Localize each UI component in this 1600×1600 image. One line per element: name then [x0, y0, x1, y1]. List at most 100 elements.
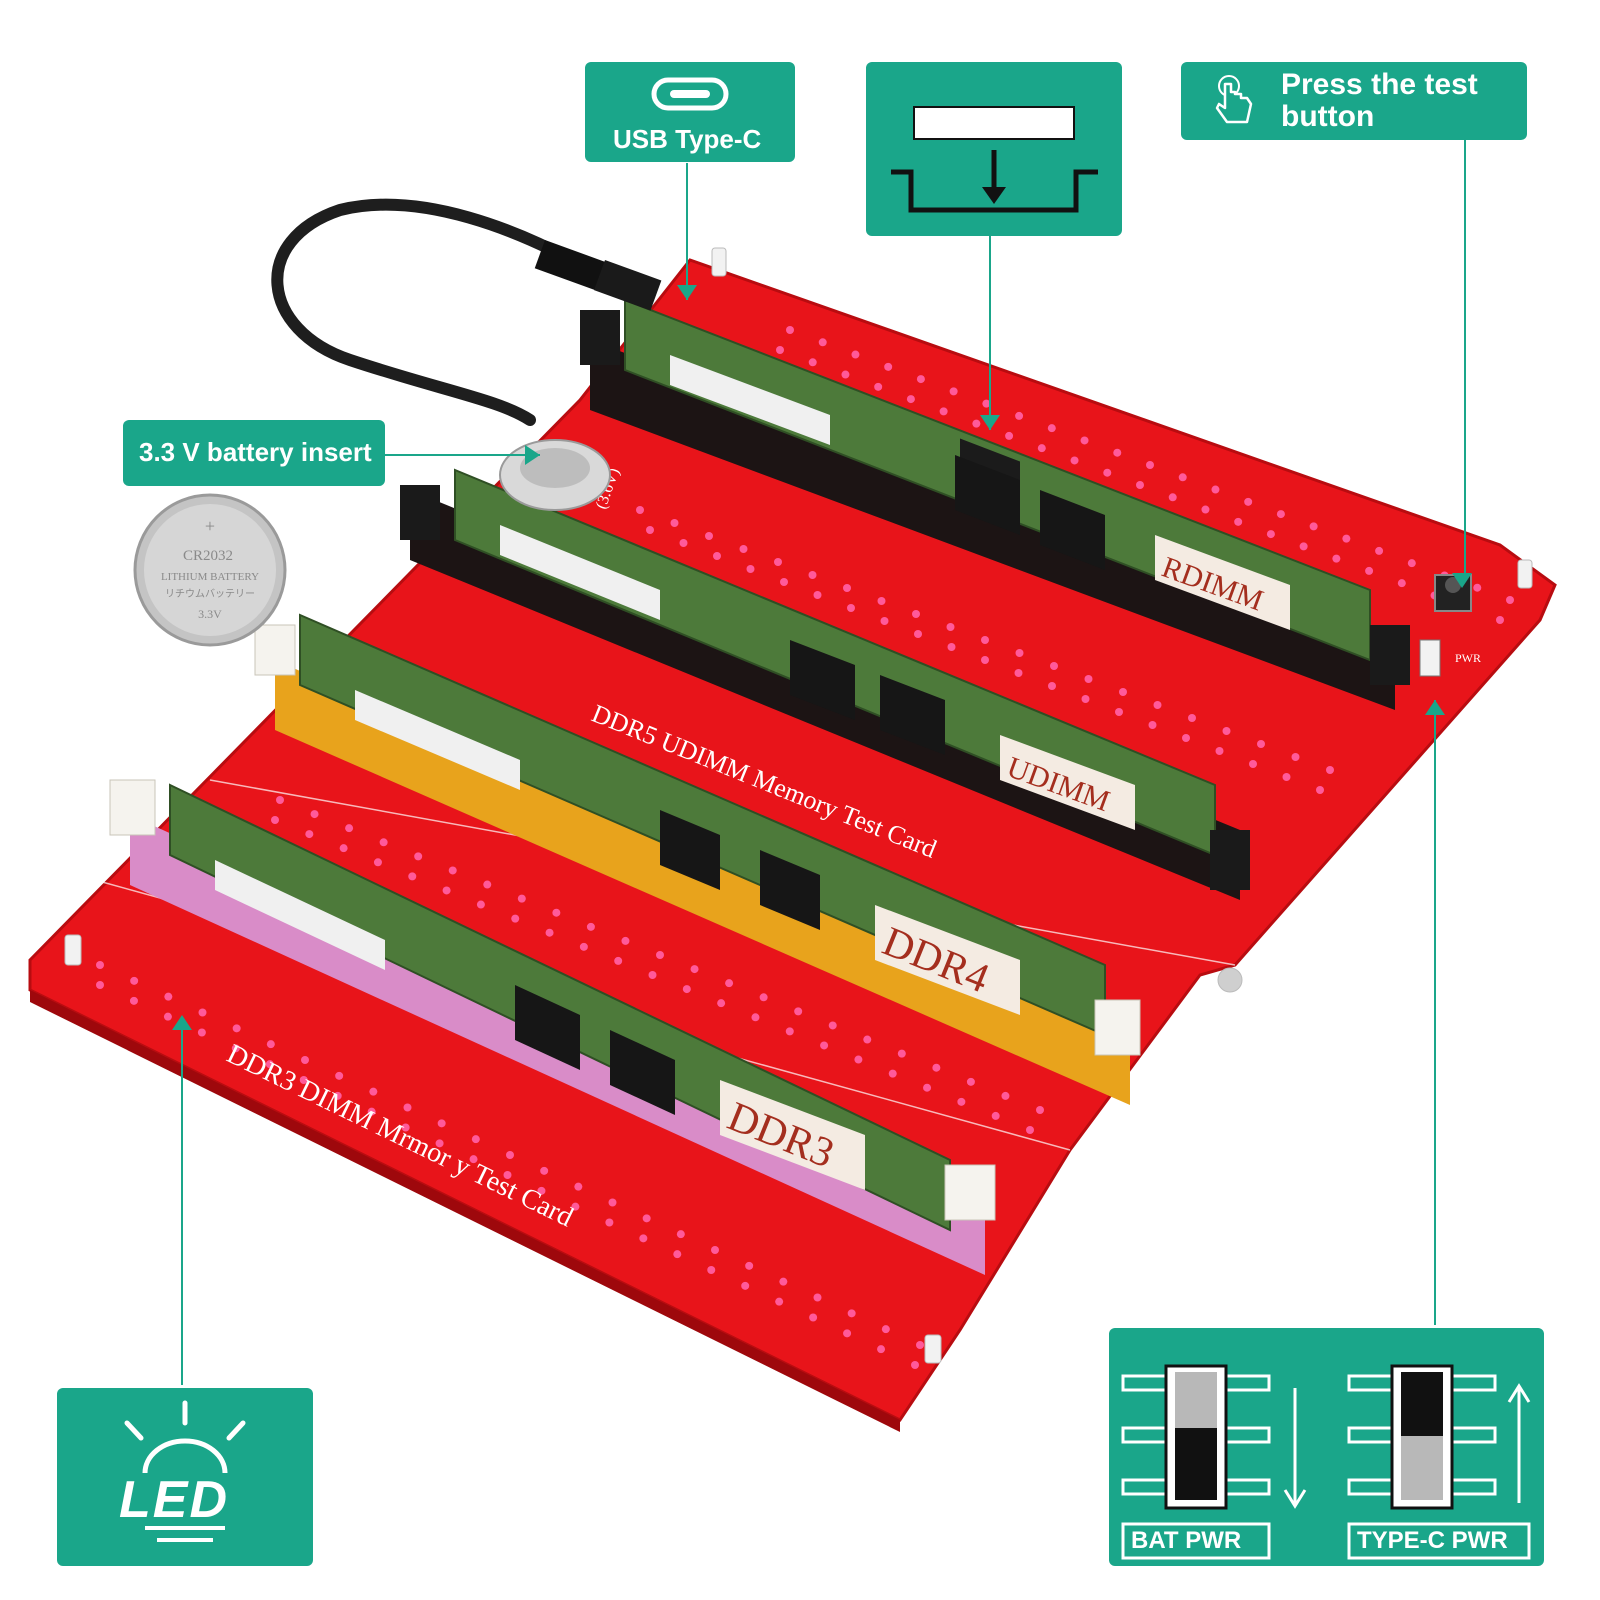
led-dot: [403, 1103, 412, 1112]
pointer-hand-icon: [1215, 75, 1253, 124]
led-dot: [469, 1155, 478, 1164]
led-dot: [809, 1313, 818, 1322]
led-dot: [877, 597, 886, 605]
led-dot: [1103, 468, 1112, 477]
led-dot: [614, 956, 623, 965]
led-dot: [946, 623, 955, 631]
led-dot: [863, 1035, 872, 1044]
led-dot: [1365, 566, 1374, 575]
press-test-button-callout: Press the test button: [1181, 62, 1527, 140]
led-dot: [888, 1069, 897, 1078]
led-dot: [266, 1040, 275, 1049]
led-dot: [912, 610, 920, 618]
led-dot: [779, 1277, 788, 1286]
led-dot: [646, 526, 654, 534]
callout-arrow-heads: [172, 285, 1472, 1030]
led-dot: [642, 1214, 651, 1223]
led-dot: [1299, 542, 1308, 551]
led-dot: [1070, 456, 1079, 465]
led-dot: [408, 872, 417, 881]
led-dot: [916, 1341, 924, 1349]
led-dot: [1036, 1106, 1044, 1114]
led-dot: [1249, 760, 1257, 768]
led-dot: [232, 1024, 241, 1033]
led-dot: [957, 1097, 966, 1106]
led-dot: [163, 1012, 172, 1021]
led-dot: [843, 584, 851, 592]
led-dot: [725, 979, 734, 988]
led-dot: [1148, 721, 1157, 729]
led-dot: [707, 1266, 716, 1274]
led-dot: [1037, 444, 1046, 453]
led-dot: [1211, 485, 1220, 494]
led-dot: [1276, 510, 1285, 519]
led-dot: [843, 1329, 852, 1338]
led-dot: [339, 844, 348, 853]
led-dot: [947, 643, 956, 651]
led-dot: [808, 358, 817, 367]
led-dot: [1506, 596, 1514, 604]
led-dot: [197, 1028, 206, 1037]
led-dot: [939, 407, 948, 416]
led-dot: [1282, 773, 1291, 781]
led-dot: [1014, 669, 1023, 677]
led-dot: [1005, 431, 1014, 440]
led-dot: [621, 936, 630, 945]
led-dot: [511, 914, 520, 923]
led-dot: [96, 961, 104, 969]
led-dot: [276, 796, 284, 804]
led-dot: [231, 1044, 240, 1053]
led-dot: [1178, 473, 1187, 482]
usb-c-port-icon: [651, 77, 729, 111]
led-label: LED: [119, 1471, 229, 1529]
pcb-edge: [30, 990, 900, 1432]
led-dot: [741, 1281, 750, 1290]
led-dot: [299, 1076, 308, 1084]
led-dot: [676, 1230, 685, 1239]
battery-insert-callout: 3.3 V battery insert: [123, 420, 385, 486]
led-dot: [1201, 505, 1210, 514]
led-dot: [670, 519, 679, 527]
led-dot: [813, 591, 822, 599]
led-dot: [552, 908, 561, 917]
led-dot: [1146, 461, 1154, 469]
led-dot: [746, 565, 755, 573]
led-dot: [949, 387, 958, 396]
led-dot: [636, 506, 644, 514]
led-dot: [739, 545, 748, 553]
led-dot: [639, 1234, 648, 1243]
coin-cell-voltage: 3.3V: [198, 607, 222, 621]
led-dot: [1234, 517, 1243, 526]
led-dot: [1397, 579, 1406, 588]
module-insert-down-arrow-icon: [891, 106, 1098, 213]
led-dot: [847, 604, 855, 612]
coin-cell-type-jp: リチウムバッテリー: [165, 588, 255, 600]
usb-type-c-label: USB Type-C: [613, 124, 762, 154]
standoff-posts: [64, 247, 1533, 1364]
led-dot: [775, 1297, 784, 1306]
led-dot: [1084, 675, 1093, 683]
led-dot: [972, 419, 981, 428]
led-dot: [579, 942, 588, 951]
led-dot: [759, 993, 768, 1002]
led-callout: LED: [57, 1388, 313, 1566]
slide-switch-icon: [1121, 1364, 1531, 1560]
type-c-pwr-label: TYPE-C PWR: [1357, 1527, 1508, 1554]
led-dot: [1015, 411, 1024, 420]
board-power-switch[interactable]: [1419, 639, 1441, 677]
led-dot: [877, 1345, 886, 1354]
led-dot: [1215, 747, 1224, 755]
led-dot: [711, 1246, 719, 1254]
led-dot: [1407, 559, 1416, 568]
led-dot: [818, 338, 827, 347]
led-dot: [682, 985, 691, 994]
led-dot: [884, 362, 893, 371]
module-insert-callout: [866, 62, 1122, 236]
power-switch-callout: BAT PWR TYPE-C PWR: [1109, 1328, 1544, 1566]
led-dot: [435, 1139, 444, 1148]
led-dot: [648, 971, 657, 979]
led-dot: [1168, 493, 1177, 502]
led-dot: [1342, 534, 1351, 543]
slot-latches: [109, 624, 1141, 1221]
